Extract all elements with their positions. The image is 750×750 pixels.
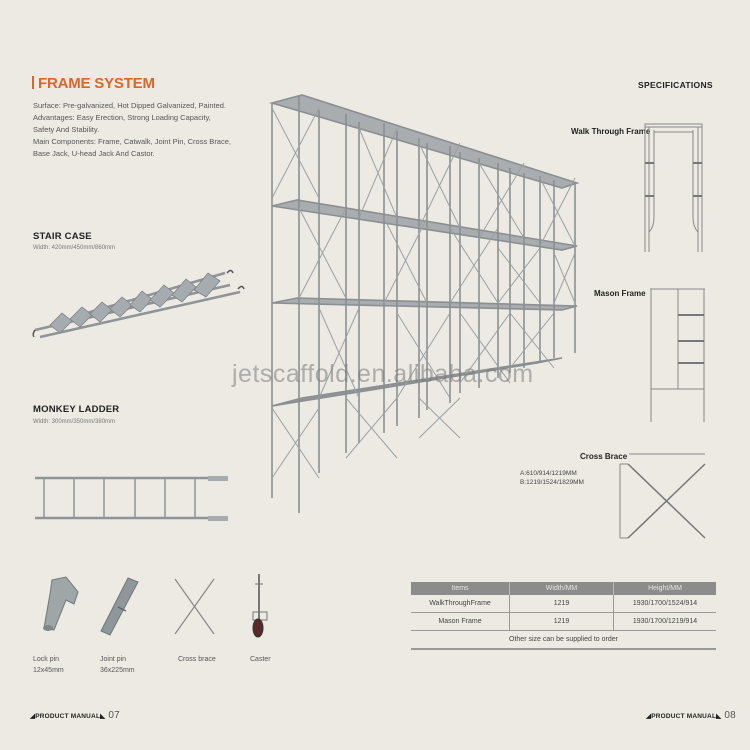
title-accent-bar xyxy=(32,76,34,89)
description-line: Advantages: Easy Erection, Strong Loadin… xyxy=(33,113,211,122)
table-cell: Mason Frame xyxy=(411,612,510,631)
footer-label: PRODUCT MANUAL xyxy=(651,713,717,720)
accessory-name: Joint pin xyxy=(100,656,127,663)
table-cell: 1219 xyxy=(509,612,614,631)
footer-marker-icon: ◣ xyxy=(100,713,106,720)
mason-frame-label: Mason Frame xyxy=(594,289,646,298)
accessory-caption-cross-brace: Cross brace xyxy=(178,656,216,663)
table-cell: 1930/1700/1524/914 xyxy=(613,595,716,613)
monkey-ladder-width: Width: 300mm/350mm/380mm xyxy=(33,419,116,425)
description-line: Main Components: Frame, Catwalk, Joint P… xyxy=(33,137,231,146)
page-title: FRAME SYSTEM xyxy=(32,75,155,92)
monkey-ladder-heading: MONKEY LADDER xyxy=(33,404,120,415)
cross-brace-label: Cross Brace xyxy=(580,452,628,461)
cross-brace-diagram xyxy=(619,453,706,539)
accessory-name: Lock pin xyxy=(33,656,60,663)
walk-through-frame-diagram xyxy=(644,123,703,252)
table-cell: 1930/1700/1219/914 xyxy=(613,612,716,631)
accessory-caption-caster: Caster xyxy=(250,656,271,663)
footer-right: ◢PRODUCT MANUAL◣08 xyxy=(646,710,736,721)
description-line: Base Jack, U-head Jack And Castor. xyxy=(33,149,155,158)
frame-system-description: Surface: Pre-galvanized, Hot Dipped Galv… xyxy=(33,100,243,160)
table-header: Height/MM xyxy=(613,582,716,595)
table-note: Other size can be supplied to order xyxy=(411,630,716,650)
dimension-a: A:610/914/1219MM xyxy=(520,470,577,477)
scaffolding-illustration xyxy=(269,94,580,513)
table-header: Items xyxy=(411,582,510,595)
table-header-row: Items Width/MM Height/MM xyxy=(411,582,716,595)
footer-marker-icon: ◢ xyxy=(646,713,652,720)
accessory-size: 12x45mm xyxy=(33,667,64,674)
description-line: Surface: Pre-galvanized, Hot Dipped Galv… xyxy=(33,101,227,110)
dimension-b: B:1219/1524/1829MM xyxy=(520,479,584,486)
specifications-table-container: Items Width/MM Height/MM WalkThroughFram… xyxy=(411,582,716,650)
watermark: jetscaffold.en.alibaba.com xyxy=(232,360,534,388)
cross-brace-icon xyxy=(174,578,215,635)
mason-frame-diagram xyxy=(650,288,705,422)
joint-pin-icon xyxy=(100,577,139,636)
monkey-ladder-image xyxy=(35,476,228,521)
stair-case-heading: STAIR CASE xyxy=(33,231,92,242)
description-line: Safety And Stability. xyxy=(33,125,100,134)
table-header: Width/MM xyxy=(509,582,614,595)
footer-label: PRODUCT MANUAL xyxy=(35,713,101,720)
footer-marker-icon: ◢ xyxy=(30,713,36,720)
stair-case-image xyxy=(32,269,245,339)
page-number: 07 xyxy=(108,710,120,721)
footer-left: ◢PRODUCT MANUAL◣07 xyxy=(30,710,120,721)
table-cell: WalkThroughFrame xyxy=(411,595,510,613)
table-row: Mason Frame 1219 1930/1700/1219/914 xyxy=(411,612,716,631)
page-number: 08 xyxy=(724,710,736,721)
accessory-caption-joint-pin: Joint pin 36x225mm xyxy=(100,654,135,676)
accessory-size: 36x225mm xyxy=(100,667,135,674)
table-note-row: Other size can be supplied to order xyxy=(411,630,716,650)
specifications-table: Items Width/MM Height/MM WalkThroughFram… xyxy=(411,582,716,650)
accessory-caption-lock-pin: Lock pin 12x45mm xyxy=(33,654,64,676)
specifications-heading: SPECIFICATIONS xyxy=(638,80,713,90)
table-row: WalkThroughFrame 1219 1930/1700/1524/914 xyxy=(411,595,716,613)
table-cell: 1219 xyxy=(509,595,614,613)
lock-pin-icon xyxy=(43,576,79,631)
caster-icon xyxy=(252,574,268,638)
page-title-text: FRAME SYSTEM xyxy=(38,75,155,92)
walk-through-frame-label: Walk Through Frame xyxy=(571,127,651,136)
stair-case-width: Width: 420mm/450mm/860mm xyxy=(33,245,116,251)
footer-marker-icon: ◣ xyxy=(716,713,722,720)
cross-brace-dimensions: A:610/914/1219MM B:1219/1524/1829MM xyxy=(520,469,584,487)
